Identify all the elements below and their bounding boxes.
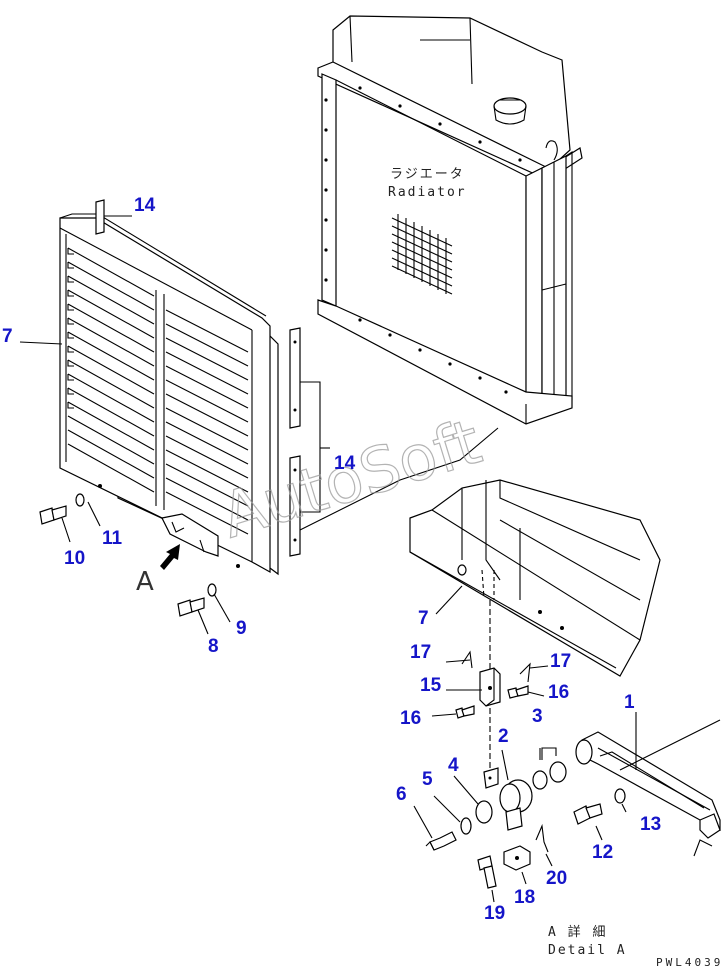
- bolt-16-right: [507, 685, 529, 699]
- callout-11: 11: [102, 528, 123, 549]
- washer-13: [614, 788, 626, 804]
- block-15: [479, 667, 501, 707]
- radiator-label-jp: ラジエータ: [390, 167, 465, 182]
- grease-fitting-6: [425, 831, 457, 851]
- snap-ring-5: [460, 817, 472, 835]
- bracket-2: [483, 767, 533, 831]
- callout-15: 15: [420, 675, 442, 696]
- callout-5: 5: [422, 769, 433, 790]
- bracket-18: [503, 845, 531, 871]
- frame-member: [409, 479, 661, 677]
- callout-18: 18: [514, 887, 535, 908]
- callout-8: 8: [208, 636, 219, 657]
- rail-1: [575, 719, 721, 857]
- callout-16-right: 16: [548, 682, 569, 703]
- bolt-12: [573, 803, 603, 825]
- callout-12: 12: [592, 842, 613, 863]
- callout-17-right: 17: [550, 651, 571, 672]
- leader-lines: [19, 215, 637, 903]
- bolt-10: [39, 505, 67, 525]
- clip-20: [535, 823, 549, 853]
- callout-17-left: 17: [410, 642, 431, 663]
- radiator-label-en: Radiator: [388, 185, 467, 200]
- callout-20: 20: [546, 868, 567, 889]
- callout-1: 1: [624, 692, 635, 713]
- clip-17-right: [519, 662, 531, 683]
- detail-label-jp: A 詳 細: [548, 924, 607, 940]
- callout-14-strips: 14: [334, 453, 356, 474]
- detail-label-en: Detail A: [548, 943, 627, 958]
- bolt-19: [477, 855, 497, 889]
- callout-19: 19: [484, 903, 505, 924]
- view-arrow-icon: [160, 544, 180, 570]
- bolt-8: [177, 597, 205, 617]
- callout-4: 4: [448, 755, 459, 776]
- radiator: ラジエータ Radiator: [317, 15, 583, 425]
- callout-7-grille: 7: [2, 326, 13, 347]
- callout-3: 3: [532, 706, 543, 727]
- bolt-16-left: [455, 705, 475, 719]
- bushing-3: [532, 747, 567, 790]
- view-marker-a: A: [136, 567, 154, 597]
- callout-13: 13: [640, 814, 661, 835]
- radiator-core-grid-icon: [391, 214, 453, 295]
- washer-4: [475, 800, 493, 824]
- callout-2: 2: [498, 726, 509, 747]
- callout-16-left: 16: [400, 708, 421, 729]
- washer-9: [207, 583, 217, 597]
- callout-7-frame: 7: [418, 608, 429, 629]
- drawing-code: PWL4039: [656, 956, 723, 969]
- washer-11: [75, 493, 85, 507]
- callout-6: 6: [396, 784, 407, 805]
- callout-14-top: 14: [134, 195, 156, 216]
- louver-grille: [59, 199, 330, 576]
- callout-10: 10: [64, 548, 85, 569]
- callout-9: 9: [236, 618, 247, 639]
